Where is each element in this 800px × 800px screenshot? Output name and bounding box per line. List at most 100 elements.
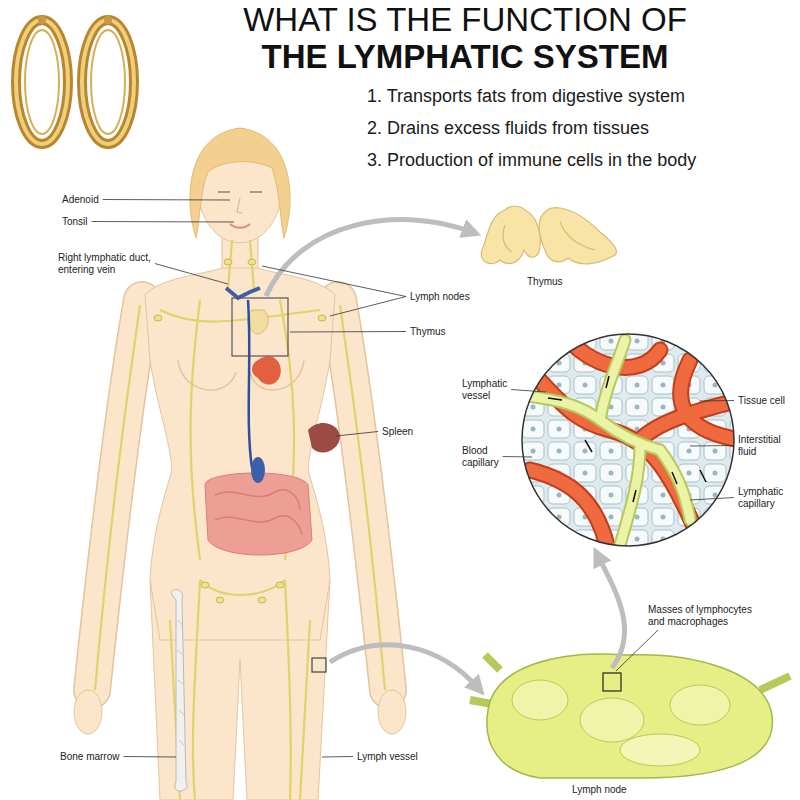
tissue-inset [633,490,636,502]
part-label: Adenoid [62,194,99,206]
pointer-arrow [330,645,478,688]
lymph-node-dots [276,582,284,588]
thymus-picture [481,206,540,263]
leader-line [155,264,228,285]
lymph-vessels [193,580,200,800]
lymph-node-picture [670,685,730,725]
leader-line [616,630,658,671]
lymph-vessels [300,620,310,800]
tissue-inset [520,330,740,560]
part-label: Spleen [382,426,413,438]
tissue-inset [620,445,640,545]
lymph-node-dots [258,597,266,603]
earrings [38,16,46,24]
part-label: Right lymphatic duct, entering vein [58,252,168,276]
body-figure [218,191,262,193]
organs [248,310,269,334]
lymph-vessels [95,240,385,800]
leader-line [700,400,734,402]
list-item: 3. Production of immune cells in the bod… [367,150,696,172]
tissue-inset [660,450,690,520]
part-label: Tonsil [62,216,88,228]
part-label: Blood capillary [462,445,517,469]
organs [308,423,340,453]
organs [171,590,187,791]
lymph-node-dots [318,315,326,321]
lymph-node-dots [154,259,326,603]
earrings [25,30,59,134]
tissue-inset [520,330,740,560]
tissue-inset [522,334,734,546]
leader-line [92,221,234,223]
earrings [82,20,134,144]
lymph-node-picture [620,734,700,766]
thymus-picture [481,206,616,264]
list-item: 1. Transports fats from digestive system [367,86,685,108]
organs [232,298,288,356]
earrings [104,16,112,24]
lymph-node-picture [487,654,773,778]
body-figure [92,300,142,690]
tissue-inset [681,360,740,440]
body-figure [178,360,236,390]
part-label: Tissue cell [738,395,785,407]
part-label: Lymph node [572,784,627,796]
body-figure [74,690,102,734]
earrings [16,16,134,144]
body-figure [92,300,142,690]
lymph-vessels [191,300,200,560]
thymus-picture [539,208,616,264]
leader-line [123,756,176,758]
body-figure [378,690,406,734]
tissue-inset [672,472,677,484]
leader-line [336,432,378,437]
organs [171,288,340,791]
tissue-inset [600,340,625,420]
part-label: Thymus [410,326,446,338]
earrings [82,20,134,144]
leader-line [511,390,546,393]
leader-line [503,456,532,458]
lymph-vessels [95,305,140,690]
part-label: Lymphatic capillary [738,486,796,510]
leader-line [330,297,406,317]
tissue-inset [520,330,740,560]
lymph-node-dots [201,582,209,588]
lymph-vessels [200,580,285,595]
tissue-inset [640,400,740,440]
body-figure [74,128,406,800]
tissue-inset [520,330,740,560]
leader-line [322,756,353,758]
leader-line [690,445,734,447]
organs [226,288,260,298]
tissue-inset [520,340,690,545]
part-label: Lymph nodes [410,291,470,303]
part-label: Bone marrow [60,751,119,763]
tissue-inset [606,376,609,388]
part-label: Thymus [527,276,563,288]
part-label: Masses of lymphocytes and macrophages [648,604,766,628]
lymph-node-dots [224,259,232,265]
tissue-inset [585,440,592,452]
tissue-inset [548,376,706,502]
lymph-node-picture [603,673,621,691]
lymph-node-picture [512,680,568,720]
leader-line [290,331,406,333]
page-title: WHAT IS THE FUNCTION OF THE LYMPHATIC SY… [230,2,700,76]
tissue-inset [548,398,562,400]
tissue-inset [530,470,610,560]
pointer-arrow [598,556,625,668]
body-figure [237,198,242,213]
organs [248,300,252,468]
leader-line [690,498,734,501]
tissue-inset [700,470,706,482]
pointer-arrow [266,220,472,296]
lymph-node-dots [154,315,162,321]
body-figure [338,300,388,690]
part-label: Interstitial fluid [738,434,793,458]
pointer-arrow [266,220,625,688]
leader-line [262,266,406,297]
lymph-node-dots [216,597,224,603]
tissue-inset [530,470,610,560]
